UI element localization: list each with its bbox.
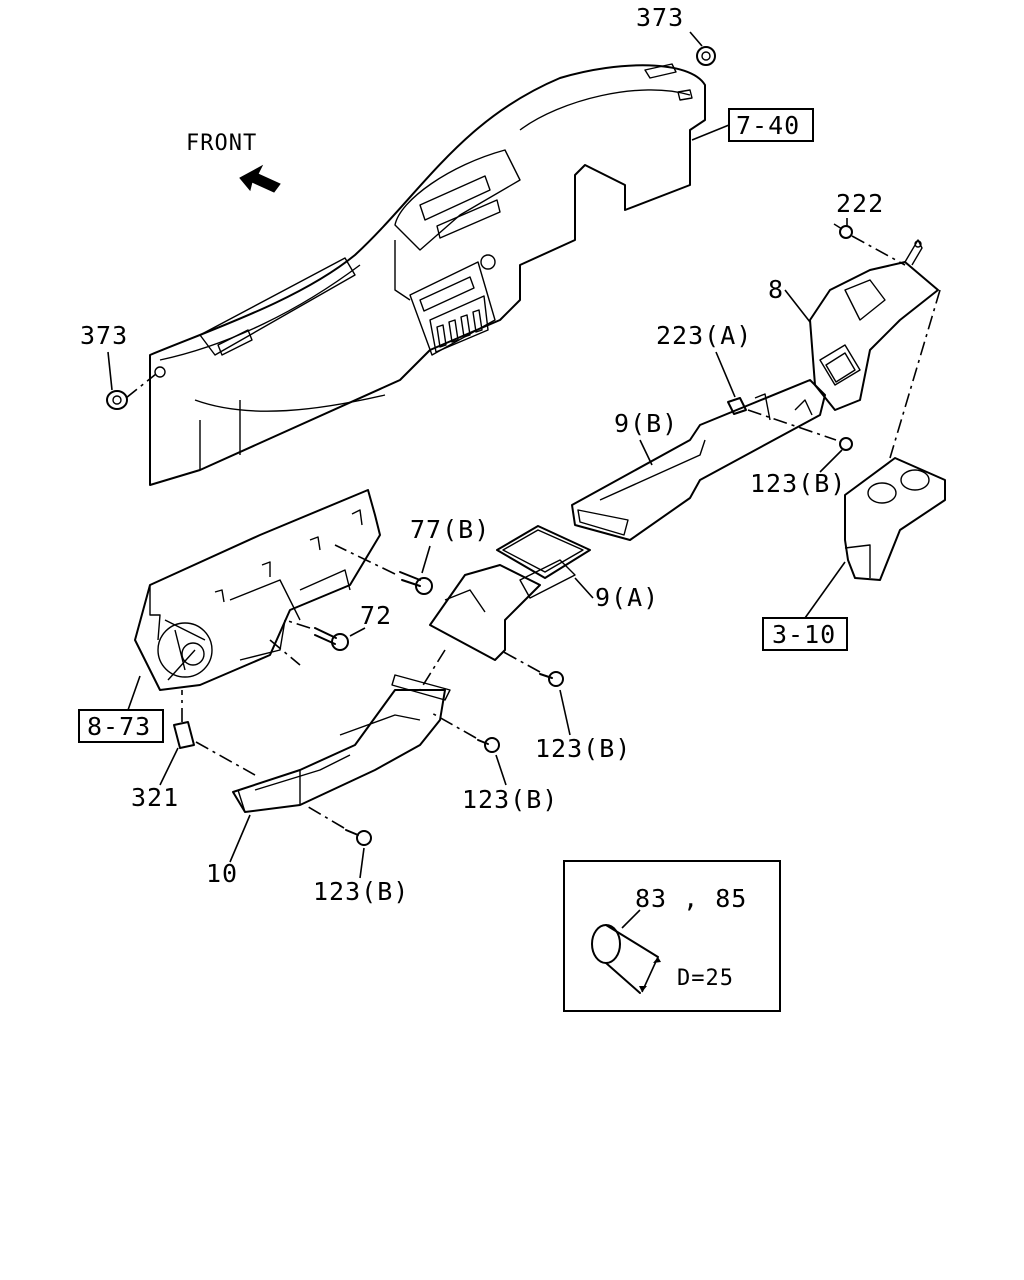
screw-123b-center bbox=[539, 671, 564, 687]
heater-unit-8-73 bbox=[134, 489, 381, 691]
label-373-left: 373 bbox=[80, 321, 128, 350]
grommet-373-top bbox=[696, 46, 716, 66]
ref-label-3-10: 3-10 bbox=[772, 620, 836, 649]
screw-222 bbox=[833, 223, 853, 239]
clip-223a bbox=[727, 397, 747, 415]
ref-label-8-73: 8-73 bbox=[87, 712, 151, 741]
bolt-72 bbox=[314, 627, 349, 651]
label-72: 72 bbox=[360, 601, 392, 630]
label-123b-mid: 123(B) bbox=[535, 734, 631, 763]
label-9b: 9(B) bbox=[614, 409, 678, 438]
front-arrow-icon bbox=[239, 164, 281, 193]
label-223a: 223(A) bbox=[656, 321, 752, 350]
grommet-373-left bbox=[106, 390, 128, 410]
screw-123b-lower bbox=[477, 737, 500, 753]
label-123b-low: 123(B) bbox=[462, 785, 558, 814]
label-77b: 77(B) bbox=[410, 515, 490, 544]
grille-9a bbox=[496, 525, 591, 599]
leader-7-40 bbox=[691, 124, 730, 141]
instrument-panel bbox=[149, 63, 706, 486]
ref-box-8-73 bbox=[78, 709, 164, 743]
duct-9b bbox=[571, 379, 826, 541]
inset-dimension-label: D=25 bbox=[677, 966, 734, 991]
ref-label-7-40: 7-40 bbox=[736, 111, 800, 140]
duct-center bbox=[429, 564, 541, 661]
inset-parts-label: 83 , 85 bbox=[635, 884, 747, 913]
bracket-8 bbox=[809, 239, 939, 411]
clip-321 bbox=[173, 721, 195, 749]
label-373-top: 373 bbox=[636, 3, 684, 32]
screw-123b-bottom bbox=[345, 829, 372, 846]
label-8: 8 bbox=[768, 275, 784, 304]
label-321: 321 bbox=[131, 783, 179, 812]
screw-123b-right bbox=[839, 437, 853, 451]
label-222: 222 bbox=[836, 189, 884, 218]
duct-10 bbox=[232, 674, 451, 813]
label-9a: 9(A) bbox=[595, 583, 659, 612]
label-123b-right: 123(B) bbox=[750, 469, 846, 498]
front-label: FRONT bbox=[186, 131, 257, 156]
label-123b-bottom: 123(B) bbox=[313, 877, 409, 906]
duct-unit-3-10 bbox=[844, 457, 946, 581]
bolt-77b bbox=[399, 571, 433, 595]
leader-373-top bbox=[689, 31, 703, 47]
leader-373-left bbox=[107, 351, 113, 391]
inset-box bbox=[563, 860, 781, 1012]
label-10: 10 bbox=[206, 859, 238, 888]
